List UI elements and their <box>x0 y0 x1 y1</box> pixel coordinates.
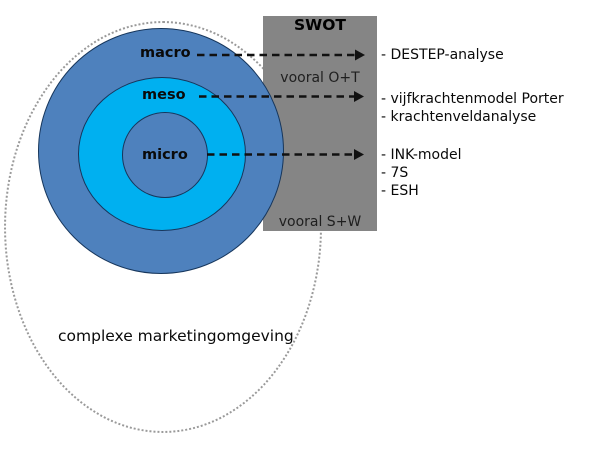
method-krachtenveldanalyse: - krachtenveldanalyse <box>381 109 537 125</box>
method-esh: - ESH <box>381 183 419 199</box>
swot-note-vooral-ot: vooral O+T <box>280 70 360 86</box>
method-7s: - 7S <box>381 165 409 181</box>
macro-label: macro <box>140 45 191 61</box>
meso-label: meso <box>142 87 186 103</box>
swot-title: SWOT <box>293 16 346 34</box>
micro-label: micro <box>142 147 188 163</box>
method-destep-analyse: - DESTEP-analyse <box>381 47 504 63</box>
complex-environment-caption: complexe marketingomgeving <box>58 327 294 345</box>
method-vijfkrachtenmodel-porter: - vijfkrachtenmodel Porter <box>381 91 564 107</box>
method-ink-model: - INK-model <box>381 147 462 163</box>
swot-note-vooral-sw: vooral S+W <box>278 214 362 230</box>
